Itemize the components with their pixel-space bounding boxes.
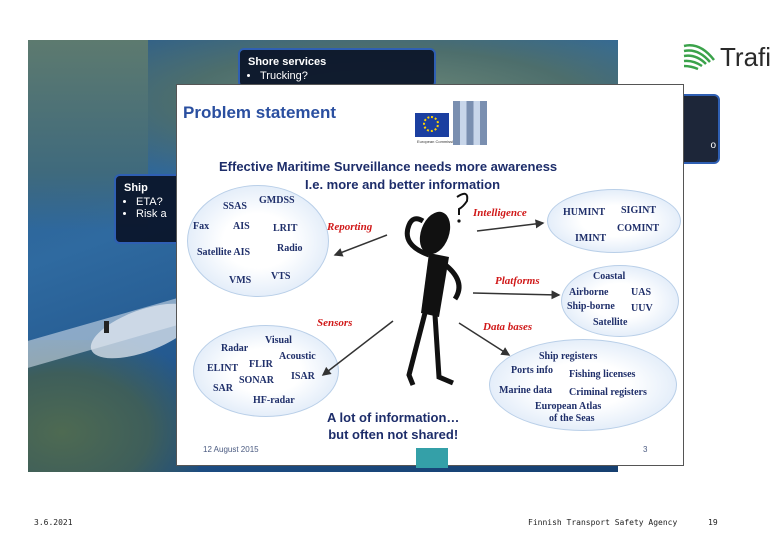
ship-callout: Ship ETA? Risk a <box>114 174 184 244</box>
logo-text: Trafi <box>720 42 771 73</box>
label-platforms: Platforms <box>495 275 540 287</box>
ship-icon <box>104 321 109 333</box>
label-sensors: Sensors <box>317 317 352 329</box>
trafi-logo-icon <box>680 38 720 78</box>
callout-item: Trucking? <box>260 70 426 82</box>
callout-item: ETA? <box>136 196 174 208</box>
footer-date: 3.6.2021 <box>34 518 73 527</box>
conclusion-line-2: but often not shared! <box>327 426 459 443</box>
label-reporting: Reporting <box>327 221 372 233</box>
footer-agency: Finnish Transport Safety Agency <box>528 518 677 527</box>
callout-title: Ship <box>124 182 174 194</box>
shore-services-callout: Shore services Trucking? <box>238 48 436 88</box>
callout-title: Shore services <box>248 56 426 68</box>
callout-item: Risk a <box>136 208 174 220</box>
slide-footer-page: 3 <box>643 445 647 454</box>
conclusion-line-1: A lot of information… <box>327 409 459 426</box>
trafi-logo: Trafi <box>680 38 780 78</box>
footer-page-number: 19 <box>708 518 718 527</box>
conclusion-text: A lot of information… but often not shar… <box>327 409 459 443</box>
problem-statement-slide: Problem statement European Commission Ef… <box>176 84 684 466</box>
label-intelligence: Intelligence <box>473 207 527 219</box>
slide-footer-date: 12 August 2015 <box>203 445 259 454</box>
teal-accent-bar <box>416 448 448 468</box>
label-databases: Data bases <box>483 321 532 333</box>
side-callout-text: o <box>710 140 716 151</box>
